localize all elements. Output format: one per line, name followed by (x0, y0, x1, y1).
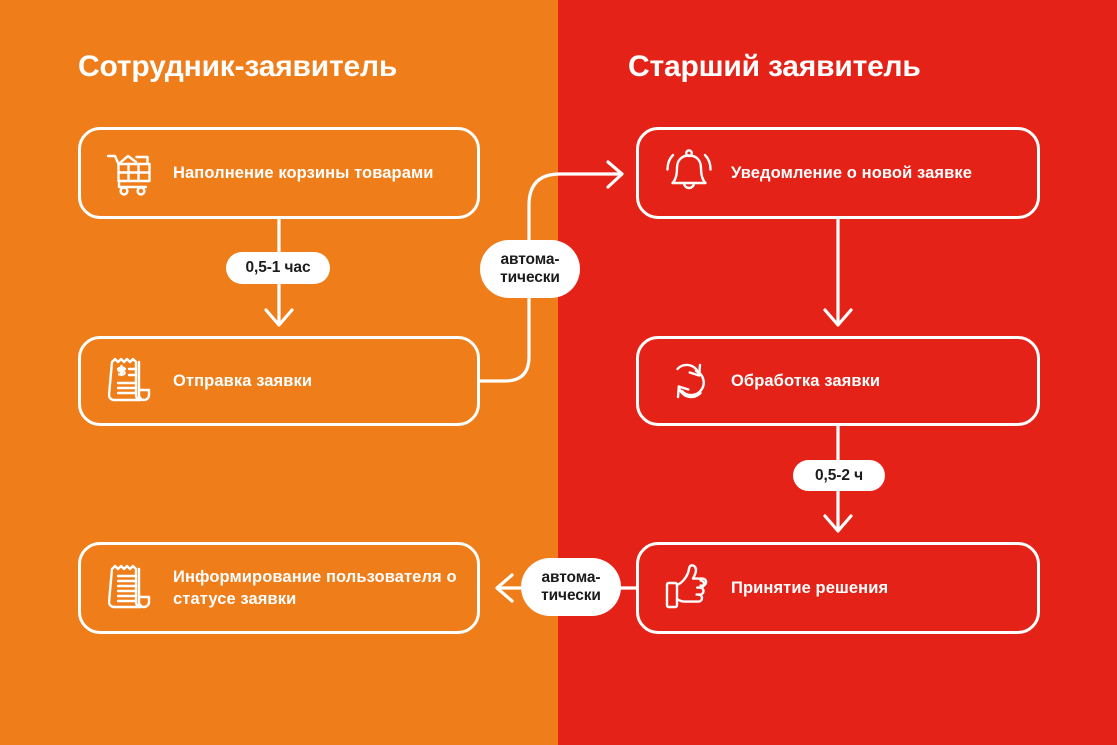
pill-duration-cart-to-send: 0,5-1 час (226, 252, 330, 284)
heading-left-column: Сотрудник-заявитель (78, 50, 398, 83)
document-lines-icon (103, 560, 159, 616)
sync-arrows-icon (661, 353, 717, 409)
node-notify-new-request[interactable]: Уведомление о новой заявке (636, 127, 1040, 219)
shopping-cart-icon (103, 145, 159, 201)
pill-automatic-send-to-notify: автома- тически (480, 240, 580, 298)
node-cart-label: Наполнение корзины товарами (173, 163, 434, 182)
node-process-request[interactable]: Обработка заявки (636, 336, 1040, 426)
node-send-request[interactable]: Отправка заявки (78, 336, 480, 426)
thumbs-up-icon (661, 560, 717, 616)
invoice-icon (103, 353, 159, 409)
node-inform-label: Информирование пользователя о статусе за… (173, 567, 457, 608)
heading-right-column: Старший заявитель (628, 50, 921, 83)
pill-duration-process-to-decision: 0,5-2 ч (793, 460, 885, 491)
node-process-label: Обработка заявки (731, 371, 881, 390)
node-notify-label: Уведомление о новой заявке (731, 163, 972, 182)
node-decision[interactable]: Принятие решения (636, 542, 1040, 634)
bell-icon (661, 145, 717, 201)
node-decision-label: Принятие решения (731, 578, 889, 597)
node-send-label: Отправка заявки (173, 371, 313, 390)
node-cart-fill[interactable]: Наполнение корзины товарами (78, 127, 480, 219)
pill-automatic-decision-to-inform: автома- тически (521, 558, 621, 616)
node-inform-user[interactable]: Информирование пользователя о статусе за… (78, 542, 480, 634)
